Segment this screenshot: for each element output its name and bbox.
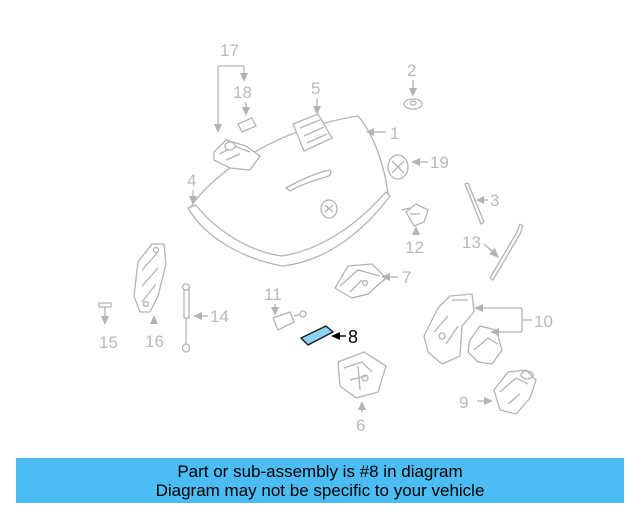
callout-16: 16 — [145, 332, 164, 351]
part-8 — [300, 325, 334, 346]
part-6 — [337, 351, 387, 399]
part-7 — [334, 263, 387, 299]
callout-6: 6 — [356, 416, 365, 435]
callout-5: 5 — [311, 79, 320, 98]
part-13 — [489, 223, 524, 281]
callout-14: 14 — [210, 307, 229, 326]
parts-diagram: 1 4 2 3 5 6 7 8 — [98, 41, 553, 435]
callout-8: 8 — [348, 327, 358, 347]
callout-2: 2 — [407, 61, 416, 80]
part-16 — [133, 243, 167, 313]
callout-15: 15 — [99, 333, 118, 352]
callout-13: 13 — [462, 233, 481, 252]
callout-3: 3 — [490, 191, 499, 210]
callout-17: 17 — [220, 41, 239, 60]
part-14 — [181, 283, 191, 353]
part-3 — [464, 182, 485, 225]
callout-10: 10 — [534, 312, 553, 331]
callout-18: 18 — [233, 83, 252, 102]
part-2 — [403, 98, 423, 110]
caption-line-1: Part or sub-assembly is #8 in diagram — [177, 462, 463, 481]
part-18 — [237, 117, 257, 133]
part-19 — [387, 154, 409, 180]
callout-11: 11 — [264, 285, 282, 304]
part-12 — [401, 203, 429, 227]
callout-4: 4 — [187, 171, 196, 190]
part-10 — [423, 293, 503, 365]
callout-19: 19 — [430, 153, 449, 172]
part-9 — [493, 369, 537, 415]
hood-panel — [187, 115, 391, 267]
callout-1: 1 — [390, 124, 399, 143]
part-5 — [292, 113, 333, 152]
caption-line-2: Diagram may not be specific to your vehi… — [155, 481, 485, 500]
part-17 — [213, 139, 261, 171]
part-15 — [98, 302, 112, 316]
callout-9: 9 — [459, 393, 468, 412]
part-11 — [272, 310, 307, 331]
callout-7: 7 — [402, 268, 411, 287]
info-banner: Part or sub-assembly is #8 in diagram Di… — [16, 458, 624, 503]
callout-12: 12 — [405, 238, 424, 257]
